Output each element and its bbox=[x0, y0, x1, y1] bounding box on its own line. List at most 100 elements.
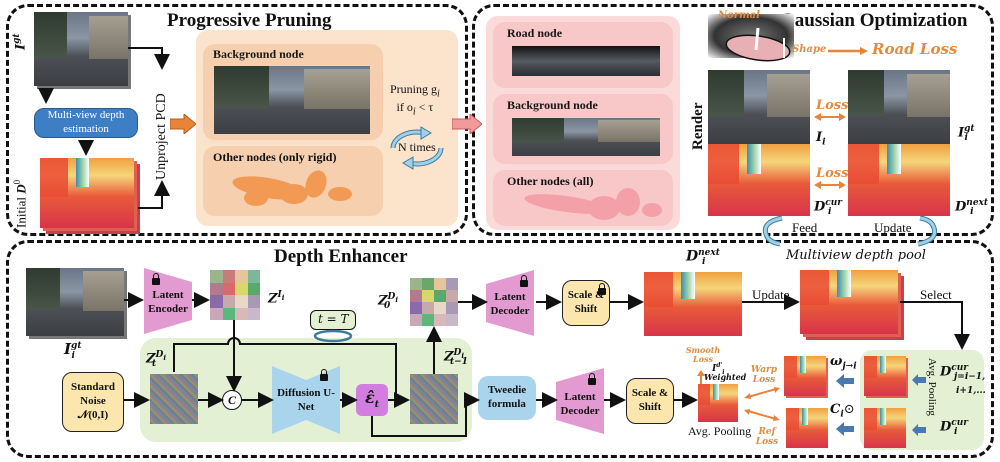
next-depth-var: D bbox=[955, 199, 967, 215]
n-times-label: N times bbox=[398, 140, 436, 154]
pruning-rule: Pruning gi if oi < τ bbox=[390, 82, 440, 119]
road-gaussian-ellipse bbox=[725, 27, 791, 62]
latent-decoder-bottom-text: Latent Decoder bbox=[560, 391, 600, 417]
enhanced-depth-sub: i bbox=[701, 257, 706, 268]
road-loss-label: Road Loss bbox=[872, 40, 958, 58]
conf-op: ⊙ bbox=[843, 402, 855, 417]
current-depth-image bbox=[708, 144, 810, 216]
conf-sub: i bbox=[840, 409, 844, 420]
rigid-gaussians bbox=[232, 170, 352, 206]
gt-image-sup: gt bbox=[964, 124, 975, 134]
t-equals-T-label: t = T bbox=[318, 312, 349, 326]
current-depth-var: D bbox=[814, 199, 826, 215]
current-depth-pool-sup: cur bbox=[951, 418, 969, 428]
depth-loss-label: Loss bbox=[816, 166, 849, 181]
noise-line3: 𝒩(0,I) bbox=[77, 408, 109, 421]
latent-encoder-text: Latent Encoder bbox=[148, 289, 188, 315]
multiview-depth-pool bbox=[800, 270, 898, 334]
scale-shift-bottom-box: Scale & Shift bbox=[626, 378, 674, 424]
all-gaussians bbox=[524, 188, 662, 220]
predicted-noise-box: ε̂t bbox=[356, 384, 388, 416]
neighbor-depth-label: Dcurj=i−1,i+1,... bbox=[940, 363, 986, 397]
multi-view-depth-estimation-box: Multi-view depth estimation bbox=[34, 108, 138, 138]
current-depth-sub: i bbox=[828, 206, 832, 217]
denoised-latent-label: ZDi0 bbox=[378, 292, 398, 311]
gaussian-optimization-title: Gaussian Optimization bbox=[780, 10, 968, 31]
zt-sub: t bbox=[151, 358, 157, 369]
decoder-bottom-lock-icon bbox=[588, 373, 596, 385]
initial-depth-var: D bbox=[13, 184, 29, 194]
smooth-loss-arrow bbox=[697, 370, 705, 384]
omega-sub: j→i bbox=[842, 361, 857, 372]
avg-pooling-side-label: Avg. Pooling bbox=[926, 358, 938, 416]
weighted-sup: d' bbox=[716, 362, 723, 369]
weighted-label: Weighted bbox=[704, 372, 747, 382]
gt-image-label: Igti bbox=[958, 124, 975, 143]
input-image-var: I bbox=[13, 43, 29, 50]
t-equals-T-box bbox=[310, 310, 356, 330]
road-node-render bbox=[512, 46, 660, 76]
rendered-image bbox=[708, 70, 810, 144]
next-depth-sub: i bbox=[970, 206, 974, 217]
loop-arrows-icon bbox=[390, 126, 444, 170]
zt-sup-sub: i bbox=[163, 352, 166, 362]
pink-flow-arrow bbox=[452, 114, 482, 134]
gt-image-var: I bbox=[958, 125, 965, 141]
initial-depth-stack bbox=[40, 158, 134, 228]
neighbor-depth-sup: cur bbox=[951, 363, 969, 373]
noisy-latent-zt-1 bbox=[410, 374, 458, 424]
tweedie-formula-box: Tweedie formula bbox=[478, 376, 536, 420]
concat-symbol: C bbox=[227, 392, 236, 407]
other-nodes-label: Other nodes (only rigid) bbox=[213, 150, 337, 164]
normal-label: Normal bbox=[718, 10, 760, 21]
blue-arrow-warp bbox=[836, 374, 854, 388]
input-image-stack bbox=[34, 12, 128, 86]
avg-pooling-bottom-label: Avg. Pooling bbox=[688, 424, 752, 438]
concat-node: C bbox=[222, 390, 242, 410]
noisy-latent-zt bbox=[150, 374, 198, 424]
eps-sub: t bbox=[374, 400, 379, 411]
update-label-top: Update bbox=[874, 220, 912, 235]
enhanced-depth-var: D bbox=[686, 248, 699, 265]
current-depth-pool-label: Dcuri bbox=[940, 418, 968, 437]
depth-enhancer-frame bbox=[6, 240, 994, 458]
update-curved-arrow bbox=[917, 215, 938, 247]
background-node-label: Background node bbox=[213, 47, 304, 61]
initial-depth-label: Initial D0 bbox=[12, 180, 29, 228]
image-latent-sup-sub: i bbox=[281, 292, 285, 302]
feed-curved-arrow bbox=[762, 215, 783, 247]
unet-lock-icon bbox=[320, 369, 328, 381]
zt-var: Z bbox=[146, 351, 156, 367]
depth-loss-arrow bbox=[814, 181, 846, 189]
enhancer-input-sub: i bbox=[71, 351, 75, 361]
road-loss-arrow bbox=[828, 47, 868, 55]
zt1-sup: D bbox=[453, 348, 462, 358]
weighted-depth-image bbox=[698, 384, 738, 422]
neighbor-depth-var: D bbox=[940, 364, 952, 380]
confidence-label: Ci⊙ bbox=[830, 402, 855, 420]
current-depth-sup: cur bbox=[825, 198, 843, 208]
omega-var: ω bbox=[830, 354, 843, 369]
image-loss-arrow bbox=[814, 113, 846, 121]
weighted-depth-label: Id'i bbox=[712, 362, 725, 376]
zt1-var: Z bbox=[444, 349, 454, 365]
enhancer-input-image bbox=[26, 268, 124, 336]
scale-shift-top-lock-icon bbox=[598, 283, 606, 295]
depth-enhancer-title: Depth Enhancer bbox=[274, 246, 408, 267]
multiview-pool-label: Multiview depth pool bbox=[786, 248, 926, 263]
input-image-sup: gt bbox=[12, 33, 22, 44]
unproject-pcd-label: Unproject PCD bbox=[154, 93, 169, 180]
timestep-loop-icon bbox=[313, 329, 353, 343]
zt-sup: D bbox=[155, 350, 164, 360]
background-node-label-2: Background node bbox=[507, 98, 598, 112]
noisy-latent-zt-1-label: ZDit−1 bbox=[444, 348, 468, 367]
update-label-bottom: Update bbox=[752, 287, 790, 302]
z0-sub: 0 bbox=[383, 300, 391, 311]
omega-label: ωj→i bbox=[830, 354, 857, 372]
decoder-top-lock-icon bbox=[520, 275, 528, 287]
weighted-var: I bbox=[712, 364, 717, 374]
z0-sup-sub: i bbox=[395, 294, 398, 304]
conf-var: C bbox=[830, 402, 841, 417]
image-latent-label: ZIi bbox=[268, 290, 284, 306]
latent-encoder-label: Latent Encoder bbox=[140, 288, 196, 318]
